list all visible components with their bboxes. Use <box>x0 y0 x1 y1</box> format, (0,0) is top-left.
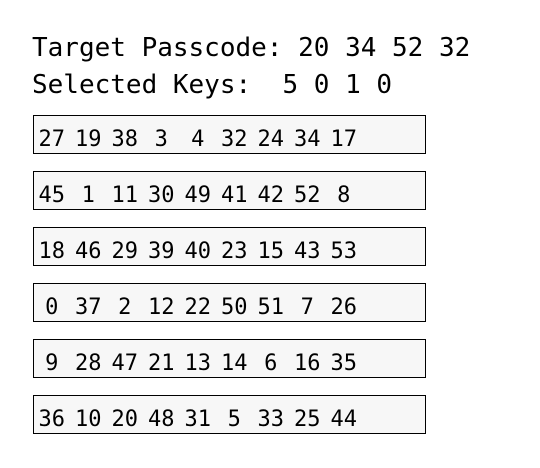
keypad-key[interactable]: 33 <box>257 407 285 432</box>
keypad-key[interactable]: 24 <box>257 127 285 152</box>
keypad-key[interactable]: 45 <box>38 183 66 208</box>
keypad-key[interactable]: 20 <box>111 407 139 432</box>
keypad-key[interactable]: 40 <box>184 239 212 264</box>
keypad-row: 18 46 29 39 40 23 15 43 53 <box>33 227 426 266</box>
keypad-key[interactable]: 7 <box>300 295 314 320</box>
keypad-key[interactable]: 10 <box>75 407 102 432</box>
keypad-key[interactable]: 42 <box>257 183 285 208</box>
keypad-key[interactable]: 50 <box>221 295 248 320</box>
keypad-key[interactable]: 9 <box>45 351 59 376</box>
keypad-key[interactable]: 37 <box>75 295 102 320</box>
keypad-key[interactable]: 48 <box>148 407 175 432</box>
keypad-key[interactable]: 5 <box>227 407 241 432</box>
keypad-key[interactable]: 31 <box>184 407 212 432</box>
keypad-key[interactable]: 26 <box>330 295 358 320</box>
keypad-key[interactable]: 0 <box>45 295 59 320</box>
keypad-key[interactable]: 19 <box>75 127 102 152</box>
keypad-key[interactable]: 51 <box>257 295 285 320</box>
selected-keys-value: 5 0 1 0 <box>282 70 393 100</box>
keypad-key[interactable]: 34 <box>294 127 321 152</box>
keypad-key[interactable]: 30 <box>148 183 175 208</box>
selected-keys-line: Selected Keys: 5 0 1 0 <box>32 70 392 100</box>
keypad-key[interactable]: 17 <box>330 127 358 152</box>
keypad-row: 0 37 2 12 22 50 51 7 26 <box>33 283 426 322</box>
keypad-key[interactable]: 14 <box>221 351 248 376</box>
keypad-key[interactable]: 32 <box>221 127 248 152</box>
keypad-key[interactable]: 13 <box>184 351 212 376</box>
keypad-key[interactable]: 8 <box>337 183 351 208</box>
selected-keys-label: Selected Keys: <box>32 70 252 100</box>
keypad-key[interactable]: 41 <box>221 183 248 208</box>
keypad-key[interactable]: 21 <box>148 351 175 376</box>
keypad-key[interactable]: 49 <box>184 183 212 208</box>
keypad-key[interactable]: 6 <box>264 351 278 376</box>
keypad-key[interactable]: 46 <box>75 239 102 264</box>
keypad-key[interactable]: 16 <box>294 351 321 376</box>
keypad-key[interactable]: 43 <box>294 239 321 264</box>
keypad-row: 9 28 47 21 13 14 6 16 35 <box>33 339 426 378</box>
keypad-key[interactable]: 15 <box>257 239 285 264</box>
keypad-key[interactable]: 53 <box>330 239 358 264</box>
keypad-key[interactable]: 27 <box>38 127 66 152</box>
keypad-key[interactable]: 1 <box>81 183 95 208</box>
keypad-key[interactable]: 12 <box>148 295 175 320</box>
keypad-key[interactable]: 4 <box>191 127 205 152</box>
target-passcode-label: Target Passcode: <box>32 33 283 63</box>
keypad-key[interactable]: 22 <box>184 295 212 320</box>
keypad-key[interactable]: 23 <box>221 239 248 264</box>
keypad-key[interactable]: 29 <box>111 239 139 264</box>
keypad-key[interactable]: 39 <box>148 239 175 264</box>
keypad-key[interactable]: 44 <box>330 407 358 432</box>
keypad-key[interactable]: 35 <box>330 351 358 376</box>
keypad-key[interactable]: 47 <box>111 351 139 376</box>
keypad-key[interactable]: 2 <box>118 295 132 320</box>
keypad-key[interactable]: 18 <box>38 239 66 264</box>
target-passcode-value: 20 34 52 32 <box>298 33 471 63</box>
keypad-key[interactable]: 25 <box>294 407 321 432</box>
keypad-key[interactable]: 28 <box>75 351 102 376</box>
keypad-row: 36 10 20 48 31 5 33 25 44 <box>33 395 426 434</box>
keypad-key[interactable]: 38 <box>111 127 139 152</box>
keypad-key[interactable]: 3 <box>154 127 168 152</box>
keypad-key[interactable]: 36 <box>38 407 66 432</box>
keypad-key[interactable]: 52 <box>294 183 321 208</box>
keypad-key[interactable]: 11 <box>111 183 139 208</box>
target-passcode-line: Target Passcode: 20 34 52 32 <box>32 33 470 63</box>
